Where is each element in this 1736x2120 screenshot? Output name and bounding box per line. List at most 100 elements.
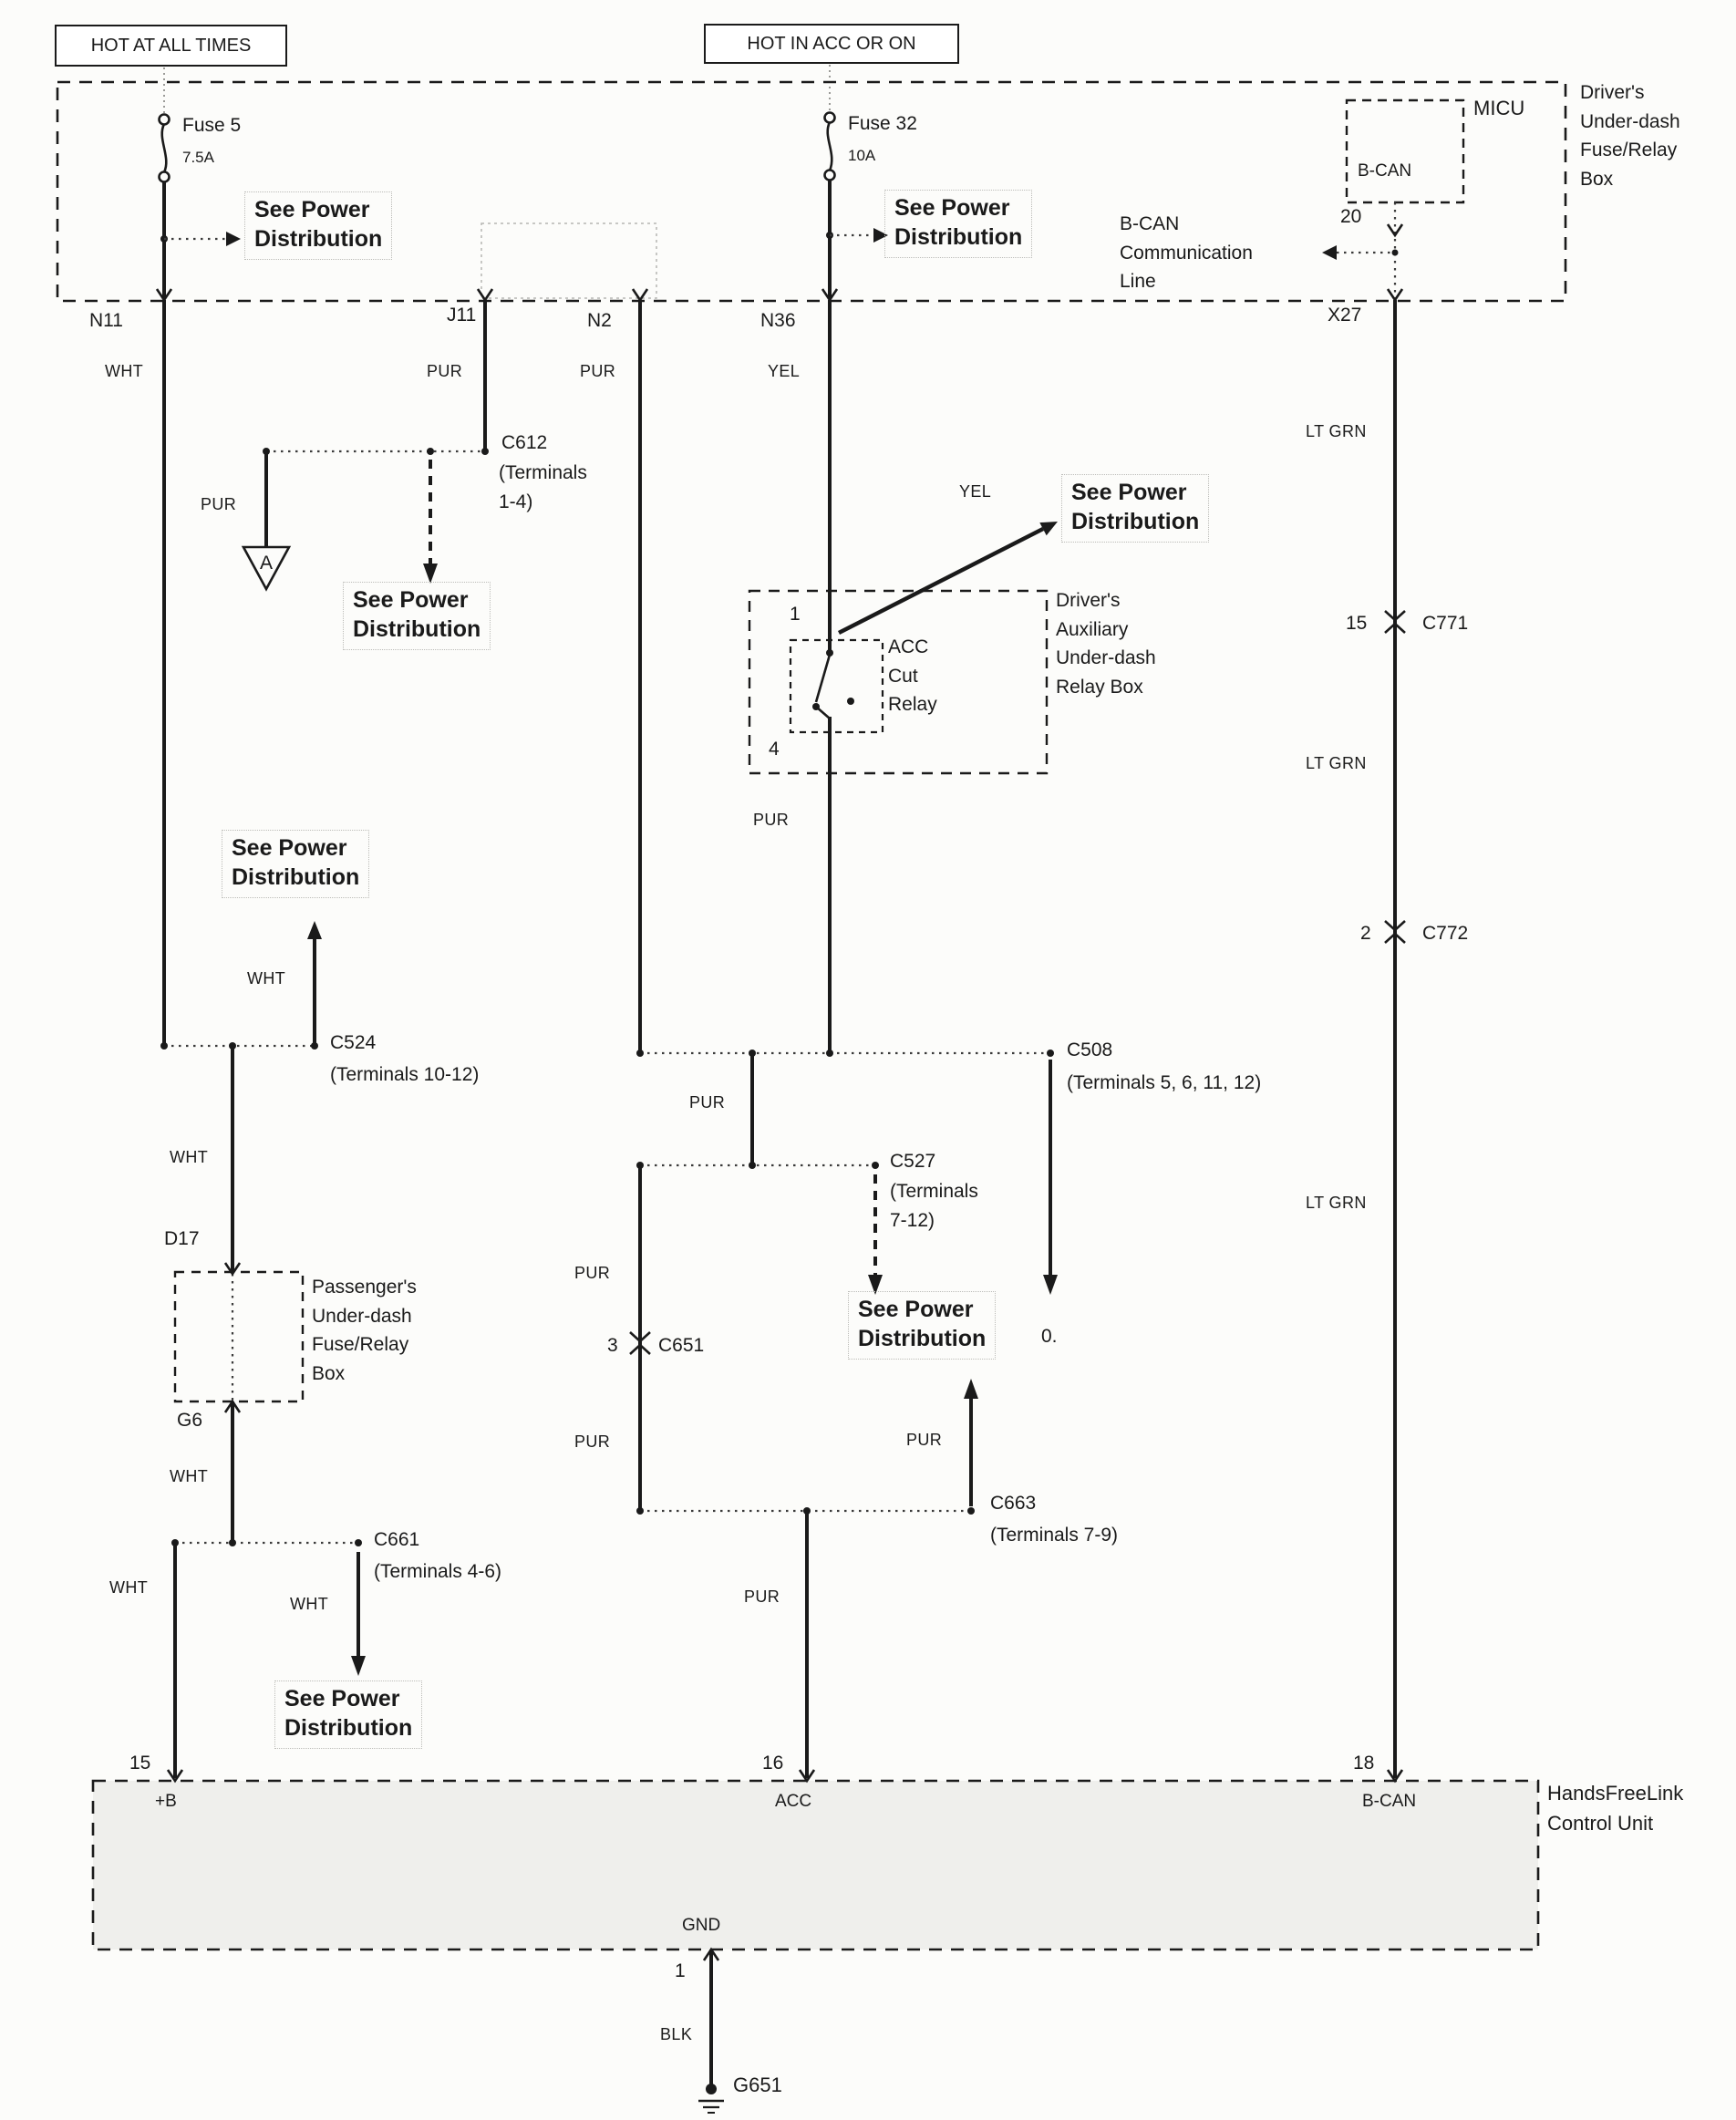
bcan-communication-line-label: B-CAN Communication Line xyxy=(1120,213,1253,292)
connector-x27: X27 xyxy=(1328,305,1362,326)
c651-pin-3: 3 xyxy=(607,1335,618,1356)
wire-color-wht: WHT xyxy=(247,969,286,988)
terminal-acc: ACC xyxy=(775,1792,812,1811)
see-power-distribution-note-3: See Power Distribution xyxy=(343,582,491,650)
control-unit-pin-15: 15 xyxy=(129,1753,151,1774)
wire-color-ltgrn: LT GRN xyxy=(1306,1194,1367,1212)
acc-cut-relay xyxy=(748,522,1058,775)
fuse32-symbol xyxy=(823,111,836,181)
control-unit-pin-16: 16 xyxy=(762,1753,784,1774)
connector-n11: N11 xyxy=(89,310,123,331)
connector-j11: J11 xyxy=(447,305,477,326)
fuse5-symbol xyxy=(158,113,170,183)
control-unit-outline xyxy=(91,1769,1540,1961)
c612-junction xyxy=(241,448,489,592)
wire-color-pur: PUR xyxy=(753,811,790,829)
fuse5-label: Fuse 5 xyxy=(182,115,242,136)
c508-junction xyxy=(636,1050,1058,1295)
wire-color-pur: PUR xyxy=(580,362,616,380)
control-unit-label: HandsFreeLink Control Unit xyxy=(1547,1782,1684,1835)
see-power-distribution-note-1: See Power Distribution xyxy=(244,191,393,260)
connector-c527-terminals: (Terminals 7-12) xyxy=(890,1181,978,1231)
see-power-distribution-note-7: See Power Distribution xyxy=(274,1680,423,1749)
see-power-distribution-note-4: See Power Distribution xyxy=(1061,474,1210,543)
driver-fuse-box-outline xyxy=(56,80,1567,303)
c527-junction xyxy=(636,1162,883,1295)
relay-pin-4: 4 xyxy=(769,739,780,760)
connector-c612-terminals: (Terminals 1-4) xyxy=(499,462,587,512)
power-feed-lines xyxy=(163,65,831,113)
see-power-distribution-note-6: See Power Distribution xyxy=(848,1291,997,1360)
scan-artifact: 0. xyxy=(1041,1326,1058,1347)
connector-n36: N36 xyxy=(760,310,796,331)
fuse32-label: Fuse 32 xyxy=(848,113,917,134)
c771-pin-15: 15 xyxy=(1346,613,1368,634)
terminal-bcan: B-CAN xyxy=(1362,1792,1417,1811)
see-power-distribution-note-5: See Power Distribution xyxy=(222,830,370,898)
wire-color-pur: PUR xyxy=(574,1264,611,1282)
hot-at-all-times-box: HOT AT ALL TIMES xyxy=(55,25,287,67)
micu-label: MICU xyxy=(1473,97,1525,119)
c524-junction xyxy=(160,921,322,1272)
connector-n2: N2 xyxy=(587,310,612,331)
wire-color-wht: WHT xyxy=(105,362,144,380)
fuse5-branch xyxy=(160,181,241,298)
connector-c661-terminals: (Terminals 4-6) xyxy=(374,1561,502,1582)
connector-d17: D17 xyxy=(164,1228,200,1249)
wire-color-wht: WHT xyxy=(109,1578,149,1597)
c651-wire xyxy=(629,1165,651,1511)
connector-c527: C527 xyxy=(890,1151,936,1172)
aux-relay-box-label: Driver's Auxiliary Under-dash Relay Box xyxy=(1056,590,1156,698)
terminal-b-plus: +B xyxy=(155,1792,177,1811)
fuse32-rating: 10A xyxy=(848,147,876,164)
micu-box xyxy=(1322,98,1465,298)
control-unit-pin-18: 18 xyxy=(1353,1753,1375,1774)
connector-c508: C508 xyxy=(1067,1039,1113,1060)
wire-color-ltgrn: LT GRN xyxy=(1306,754,1367,772)
connector-c661: C661 xyxy=(374,1529,420,1550)
wire-color-ltgrn: LT GRN xyxy=(1306,422,1367,440)
connector-c663: C663 xyxy=(990,1493,1037,1514)
connector-c771: C771 xyxy=(1422,613,1469,634)
wire-color-wht: WHT xyxy=(170,1467,209,1485)
acc-cut-relay-label: ACC Cut Relay xyxy=(888,636,937,715)
wire-color-pur: PUR xyxy=(427,362,463,380)
connector-c612: C612 xyxy=(501,432,548,453)
see-power-distribution-note-2: See Power Distribution xyxy=(884,190,1033,258)
hot-in-acc-or-on-box: HOT IN ACC OR ON xyxy=(704,24,959,64)
relay-pin-1: 1 xyxy=(790,604,801,625)
wire-color-blk: BLK xyxy=(660,2025,693,2043)
ground-g651-label: G651 xyxy=(733,2073,782,2096)
micu-bcan-label: B-CAN xyxy=(1358,161,1412,181)
fuse32-branch xyxy=(826,180,888,298)
passenger-fuse-box-label: Passenger's Under-dash Fuse/Relay Box xyxy=(312,1277,417,1384)
connector-c524-terminals: (Terminals 10-12) xyxy=(330,1064,480,1085)
wire-color-pur: PUR xyxy=(574,1432,611,1451)
wire-color-pur: PUR xyxy=(689,1093,726,1112)
connector-c663-terminals: (Terminals 7-9) xyxy=(990,1525,1119,1546)
c772-connector xyxy=(1384,920,1406,944)
ground-g651 xyxy=(698,1949,724,2114)
connector-c508-terminals: (Terminals 5, 6, 11, 12) xyxy=(1067,1072,1262,1093)
connector-c524: C524 xyxy=(330,1032,377,1053)
connector-g6: G6 xyxy=(177,1410,203,1431)
gnd-pin-1: 1 xyxy=(675,1960,686,1981)
c661-junction xyxy=(171,1539,366,1778)
ground-a-label: A xyxy=(259,553,273,574)
wire-color-wht: WHT xyxy=(170,1148,209,1166)
c771-connector xyxy=(1384,610,1406,634)
wire-color-wht: WHT xyxy=(290,1595,329,1613)
wire-color-pur: PUR xyxy=(201,495,237,513)
wire-color-yel: YEL xyxy=(768,362,801,380)
wire-color-pur: PUR xyxy=(906,1431,943,1449)
connector-c651: C651 xyxy=(658,1335,705,1356)
terminal-gnd: GND xyxy=(682,1916,721,1935)
connector-c772: C772 xyxy=(1422,923,1469,944)
micu-pin-20: 20 xyxy=(1340,206,1362,227)
passenger-fuse-box-outline xyxy=(173,1262,305,1543)
c772-pin-2: 2 xyxy=(1360,923,1371,944)
c663-junction xyxy=(636,1379,978,1778)
fuse5-rating: 7.5A xyxy=(182,149,214,166)
